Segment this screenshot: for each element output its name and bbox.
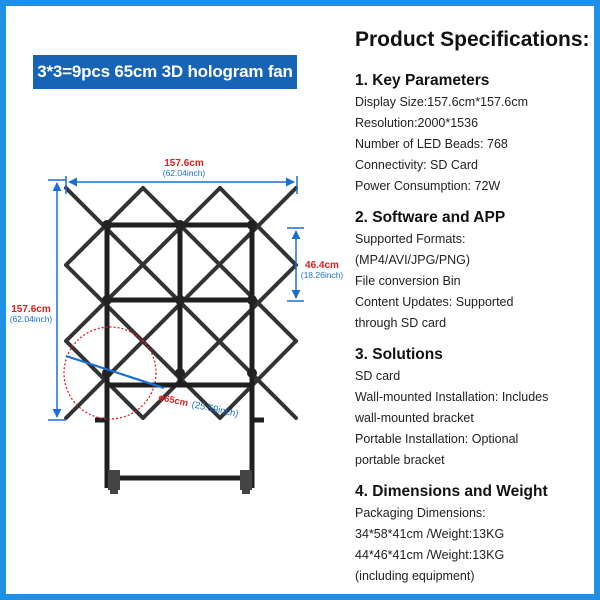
height-label: 157.6cm [11, 304, 51, 315]
spec-line: Supported Formats: [355, 232, 466, 246]
spec-section-solutions: 3. Solutions SD card Wall-mounted Instal… [355, 344, 595, 471]
unit-label-inch: (18.26inch) [301, 270, 344, 280]
width-dimension [65, 176, 298, 194]
spec-line: portable bracket [355, 453, 445, 467]
product-title: 3*3=9pcs 65cm 3D hologram fan [37, 62, 293, 81]
fan-diameter-line [65, 354, 165, 390]
fan-diameter-label-inch: (25.59inch) [191, 399, 240, 420]
spec-line: Portable Installation: Optional [355, 432, 519, 446]
spec-line: Number of LED Beads: 768 [355, 137, 508, 151]
spec-section-dimensions: 4. Dimensions and Weight Packaging Dimen… [355, 481, 595, 587]
spec-line: Content Updates: Supported [355, 295, 514, 309]
spec-line: Wall-mounted Installation: Includes [355, 390, 549, 404]
spec-section-key-parameters: 1. Key Parameters Display Size:157.6cm*1… [355, 70, 595, 197]
specifications-panel: Product Specifications: 1. Key Parameter… [355, 28, 595, 587]
fan-diameter-circle [63, 326, 157, 420]
spec-line: File conversion Bin [355, 274, 461, 288]
height-label-inch: (62.04inch) [10, 314, 53, 324]
spec-line: SD card [355, 369, 401, 383]
unit-dimension [287, 227, 304, 302]
spec-line: Display Size:157.6cm*157.6cm [355, 95, 528, 109]
section-title: 4. Dimensions and Weight [355, 483, 548, 500]
spec-section-software: 2. Software and APP Supported Formats: (… [355, 207, 595, 334]
spec-line: Packaging Dimensions: [355, 506, 486, 520]
fan-diameter-label: ø65cm [157, 392, 189, 409]
spec-line: Resolution:2000*1536 [355, 116, 479, 130]
specifications-title: Product Specifications: [355, 28, 590, 51]
spec-line: (including equipment) [355, 569, 475, 583]
width-label: 157.6cm [164, 158, 204, 169]
spec-line: Connectivity: SD Card [355, 158, 478, 172]
spec-line: 34*58*41cm /Weight:13KG [355, 527, 505, 541]
section-title: 1. Key Parameters [355, 72, 490, 89]
width-label-inch: (62.04inch) [163, 168, 206, 178]
fan-hubs [102, 220, 257, 378]
spec-line: wall-mounted bracket [355, 411, 474, 425]
spec-line: (MP4/AVI/JPG/PNG) [355, 253, 471, 267]
section-title: 3. Solutions [355, 346, 443, 363]
spec-line: 44*46*41cm /Weight:13KG [355, 548, 505, 562]
height-dimension [48, 179, 66, 421]
support-frame [95, 222, 264, 488]
frame-wheels [108, 470, 252, 494]
spec-line: through SD card [355, 316, 447, 330]
product-title-banner: 3*3=9pcs 65cm 3D hologram fan [33, 55, 297, 89]
unit-label: 46.4cm [305, 260, 339, 271]
section-title: 2. Software and APP [355, 209, 506, 226]
spec-line: Power Consumption: 72W [355, 179, 501, 193]
